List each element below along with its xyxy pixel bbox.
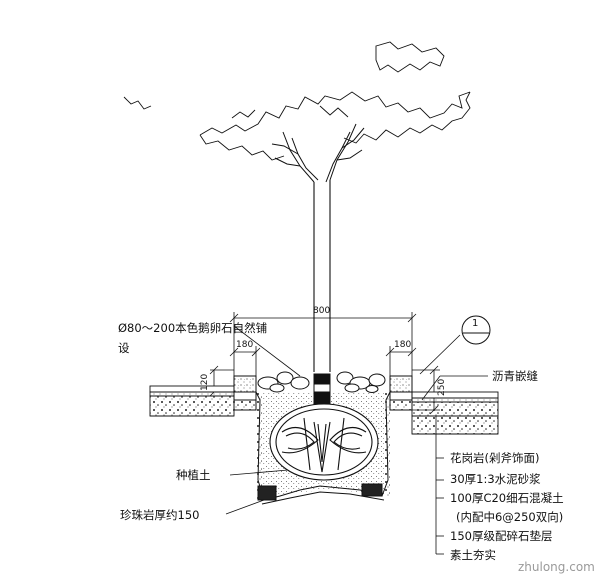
layer-granite: 花岗岩(剁斧饰面)	[450, 451, 540, 465]
right-curb-stone	[389, 375, 413, 411]
pit-bottom	[257, 483, 385, 505]
right-paving	[411, 391, 499, 435]
left-paving	[149, 385, 235, 417]
dim-right-height: 250	[437, 378, 447, 396]
label-planting-soil: 种植土	[176, 468, 211, 482]
dim-left-edge: 180	[236, 340, 254, 350]
label-perlite: 珍珠岩厚约150	[120, 508, 200, 522]
pebbles	[257, 371, 386, 393]
label-pebbles-line1: Ø80～200本色鹅卵石自然铺	[118, 321, 268, 335]
layer-gravel-base: 150厚级配碎石垫层	[450, 529, 553, 543]
callout-number: 1	[472, 318, 479, 329]
layer-mortar: 30厚1:3水泥砂浆	[450, 472, 541, 486]
tree-branches	[271, 123, 365, 183]
root-ball	[269, 403, 379, 481]
dim-right-edge: 180	[394, 340, 412, 350]
leader-lines	[225, 325, 488, 555]
label-pebbles-line2: 设	[118, 341, 130, 355]
watermark: zhulong.com	[518, 560, 595, 574]
label-asphalt-joint: 沥青嵌缝	[492, 369, 538, 383]
trunk-base	[313, 373, 331, 405]
section-callout	[461, 315, 491, 345]
tree-trunk	[313, 180, 331, 372]
layer-compacted-soil: 素土夯实	[450, 548, 496, 562]
layer-reinforcement: (内配中6@250双向)	[456, 510, 564, 524]
left-curb-stone	[233, 375, 257, 411]
dim-left-height: 120	[200, 373, 210, 391]
dim-overall: 800	[313, 306, 331, 316]
tree-canopy	[123, 41, 471, 161]
layer-concrete: 100厚C20细石混凝土	[450, 491, 564, 505]
